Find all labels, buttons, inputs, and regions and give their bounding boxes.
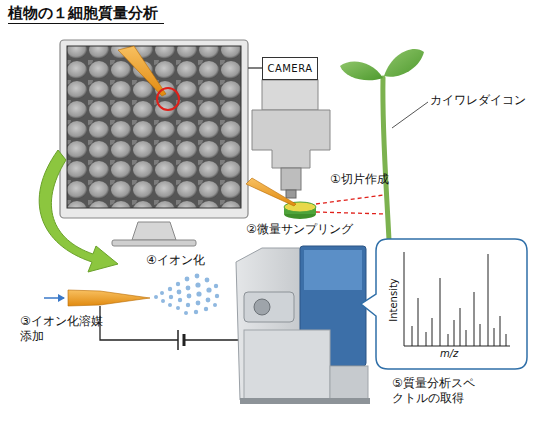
section-guide — [316, 195, 384, 204]
leader-line — [392, 102, 428, 128]
camera-box: CAMERA — [262, 57, 318, 80]
monitor-base — [112, 240, 196, 246]
annotation-label: ①切片作成 — [330, 172, 420, 187]
plant-leaf — [340, 62, 383, 81]
voltage-wire — [184, 339, 240, 340]
lens-tip — [286, 190, 296, 198]
pipette-on-screen — [118, 46, 166, 96]
plant-stem — [383, 78, 389, 240]
ms-panel-top — [304, 250, 362, 290]
target-cell-circle — [157, 88, 179, 110]
ms-base — [240, 398, 370, 404]
sampling-pipette — [246, 178, 296, 206]
ion-source — [244, 292, 294, 322]
voltage-wire — [100, 306, 178, 340]
box-text: CAMERA — [267, 63, 312, 74]
solvent-arrowhead — [58, 294, 65, 302]
spectrum-callout: Intensity m/z — [360, 238, 528, 370]
flow-arrow — [39, 150, 118, 272]
section-guide — [316, 212, 386, 214]
monitor-screen — [67, 46, 241, 208]
plant-leaf — [384, 49, 424, 77]
ms-lower-body — [244, 330, 330, 400]
axis-label: m/z — [440, 348, 458, 360]
annotation-label: ②微量サンプリング — [246, 222, 386, 237]
screen-border — [67, 46, 241, 208]
ion-source-port — [254, 299, 270, 315]
microscope-body — [252, 110, 330, 168]
axis-label: Intensity — [388, 270, 400, 330]
monitor-stand — [132, 222, 176, 240]
diagram-title: 植物の１細胞質量分析 — [8, 4, 164, 24]
objective-lens — [281, 168, 301, 190]
nanospray-tip — [68, 290, 150, 306]
annotation-label: ⑤質量分析スペ クトルの取得 — [392, 376, 502, 406]
monitor-frame — [60, 40, 248, 218]
camera-cable — [248, 67, 262, 69]
battery-symbol — [177, 330, 179, 350]
annotation-label: ③イオン化溶媒 添加 — [20, 314, 110, 344]
camera-body — [262, 80, 318, 110]
spray-droplets — [154, 274, 219, 315]
ms-side — [330, 366, 368, 400]
annotation-label: ④イオン化 — [146, 253, 236, 268]
annotation-label: カイワレダイコン — [430, 93, 550, 108]
